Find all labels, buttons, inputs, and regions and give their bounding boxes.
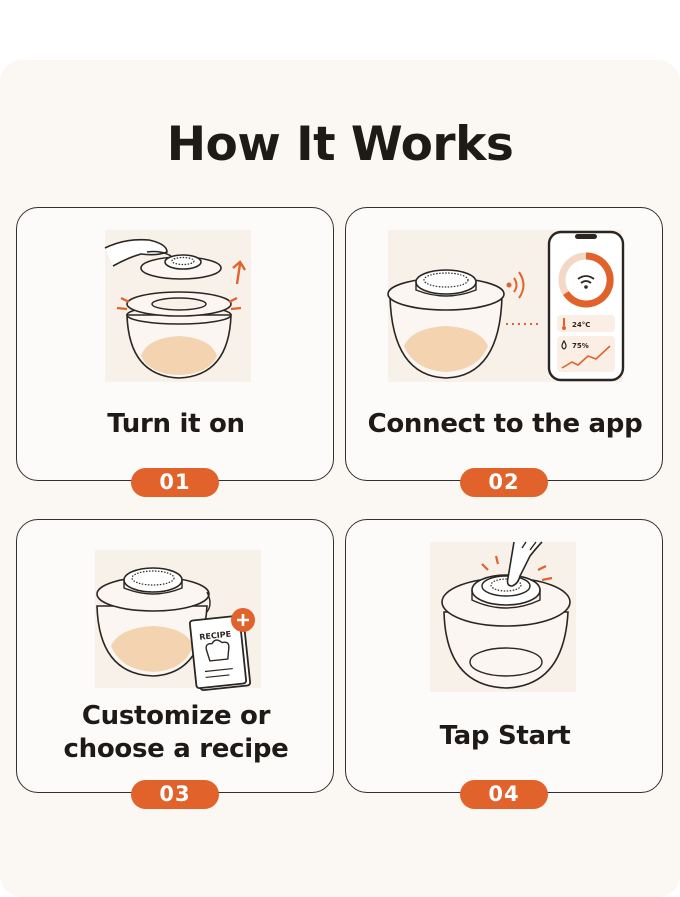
step-label-line-1: Customize or (81, 701, 271, 731)
step-label: Connect to the app (367, 409, 643, 439)
step-label: Tap Start (439, 721, 571, 751)
step-card-2: 24°C 75% Connect to the app (345, 207, 663, 481)
step-label: Turn it on (107, 409, 245, 439)
step-number-badge: 02 (460, 468, 548, 497)
step-label-line-2: choose a recipe (63, 734, 289, 764)
phone-connect-icon: 24°C 75% (387, 230, 625, 382)
step-number-badge: 01 (131, 468, 219, 497)
page-title: How It Works (166, 117, 514, 172)
step-card-3: RECIPE Customize or choose a recipe (16, 519, 334, 793)
finger-tap-icon (430, 541, 576, 692)
step-number-badge: 04 (460, 780, 548, 809)
temperature-readout: 24°C (572, 321, 590, 329)
humidity-readout: 75% (572, 342, 589, 350)
hand-lifting-lid-icon (104, 230, 251, 382)
step-card-4: Tap Start (345, 519, 663, 793)
recipe-book-title: RECIPE (199, 630, 232, 642)
recipe-book-icon: RECIPE (95, 550, 261, 692)
step-number-badge: 03 (131, 780, 219, 809)
step-card-1: Turn it on (16, 207, 334, 481)
